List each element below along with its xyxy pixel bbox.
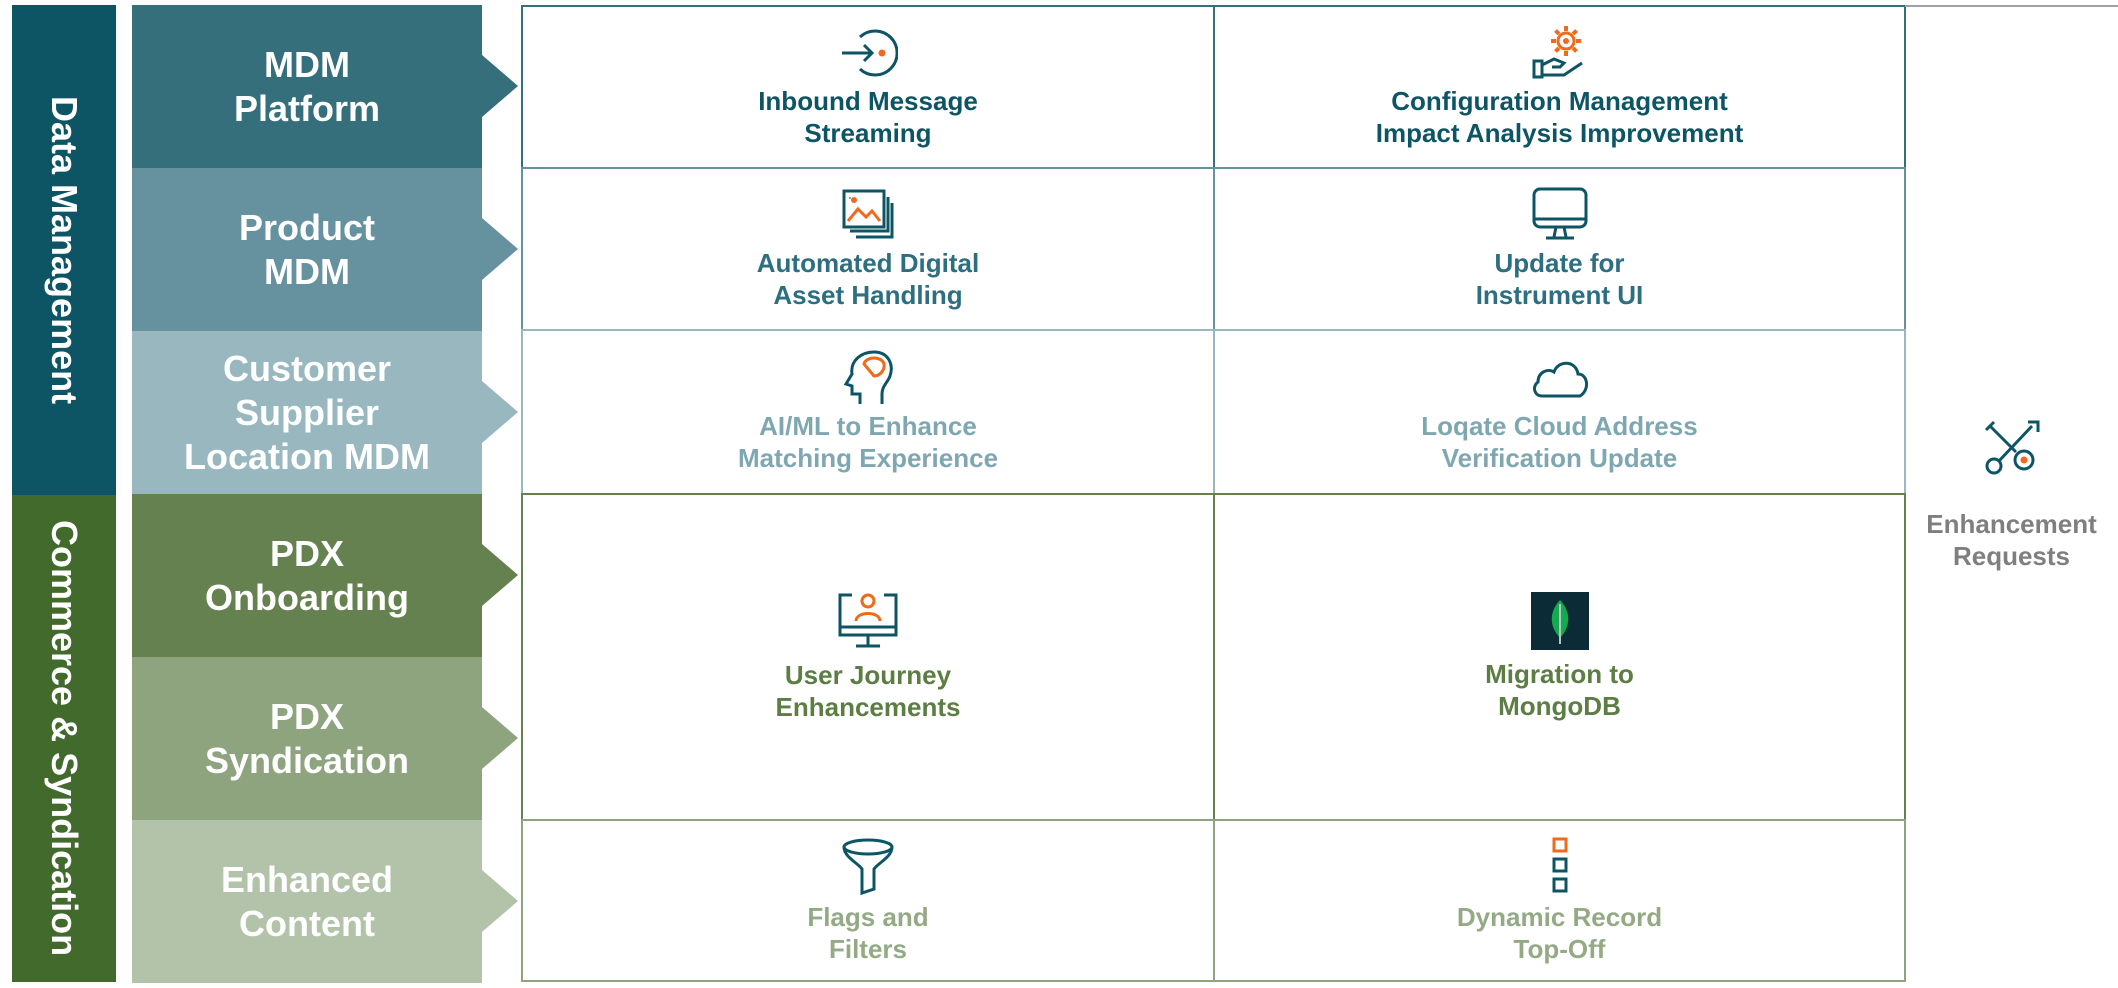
item-user-journey-enhancements: User Journey Enhancements [521, 493, 1215, 821]
band-data-management: Data Management [12, 5, 116, 495]
enhancement-label: Enhancement Requests [1926, 508, 2097, 571]
category-label: PDX Syndication [204, 695, 410, 781]
item-label: Update for Instrument UI [1475, 248, 1644, 310]
item-configuration-management: Configuration Management Impact Analysis… [1213, 5, 1906, 169]
band-label: Commerce & Syndication [44, 520, 85, 957]
item-aiml-matching: AI/ML to Enhance Matching Experience [521, 329, 1215, 495]
tools-icon [1984, 420, 2039, 474]
category-mdm-platform: MDM Platform [132, 5, 518, 168]
item-migration-mongodb: Migration to MongoDB [1213, 493, 1906, 821]
item-label: Automated Digital Asset Handling [756, 248, 980, 310]
monitor-icon [1532, 187, 1587, 240]
item-label: Inbound Message Streaming [758, 86, 978, 148]
category-label: MDM Platform [233, 43, 381, 129]
hand-gear-icon [1532, 26, 1583, 79]
item-automated-digital-asset-handling: Automated Digital Asset Handling [521, 167, 1215, 331]
category-customer-supplier-location-mdm: Customer Supplier Location MDM [132, 331, 518, 494]
mongodb-leaf-icon [1530, 592, 1589, 650]
enhancement-requests: Enhancement Requests [1905, 5, 2118, 982]
funnel-icon [842, 838, 894, 895]
category-label: Enhanced Content [220, 858, 394, 944]
category-enhanced-content: Enhanced Content [132, 820, 518, 983]
band-commerce-syndication: Commerce & Syndication [12, 495, 116, 982]
category-label: Customer Supplier Location MDM [184, 347, 430, 477]
category-pdx-onboarding: PDX Onboarding [132, 494, 518, 657]
item-label: Dynamic Record Top-Off [1456, 901, 1663, 964]
item-inbound-message-streaming: Inbound Message Streaming [521, 5, 1215, 169]
item-label: Configuration Management Impact Analysis… [1375, 86, 1744, 148]
user-monitor-icon [838, 593, 898, 648]
stacked-squares-icon [1552, 837, 1567, 892]
item-label: Migration to MongoDB [1485, 659, 1634, 721]
item-label: Flags and Filters [807, 901, 929, 964]
item-dynamic-record-top-off: Dynamic Record Top-Off [1213, 819, 1906, 982]
item-label: Loqate Cloud Address Verification Update [1421, 411, 1698, 473]
category-pdx-syndication: PDX Syndication [132, 657, 518, 820]
item-label: AI/ML to Enhance Matching Experience [737, 411, 999, 473]
category-product-mdm: Product MDM [132, 168, 518, 331]
image-stack-icon [842, 189, 894, 239]
category-label: PDX Onboarding [205, 532, 409, 618]
item-update-instrument-ui: Update for Instrument UI [1213, 167, 1906, 331]
item-loqate-cloud: Loqate Cloud Address Verification Update [1213, 329, 1906, 495]
item-label: User Journey Enhancements [775, 660, 961, 722]
band-label: Data Management [44, 95, 85, 405]
sign-in-icon [842, 29, 898, 77]
cloud-icon [1532, 361, 1588, 398]
category-label: Product MDM [238, 206, 375, 292]
item-flags-and-filters: Flags and Filters [521, 819, 1215, 982]
head-brain-icon [843, 350, 893, 404]
